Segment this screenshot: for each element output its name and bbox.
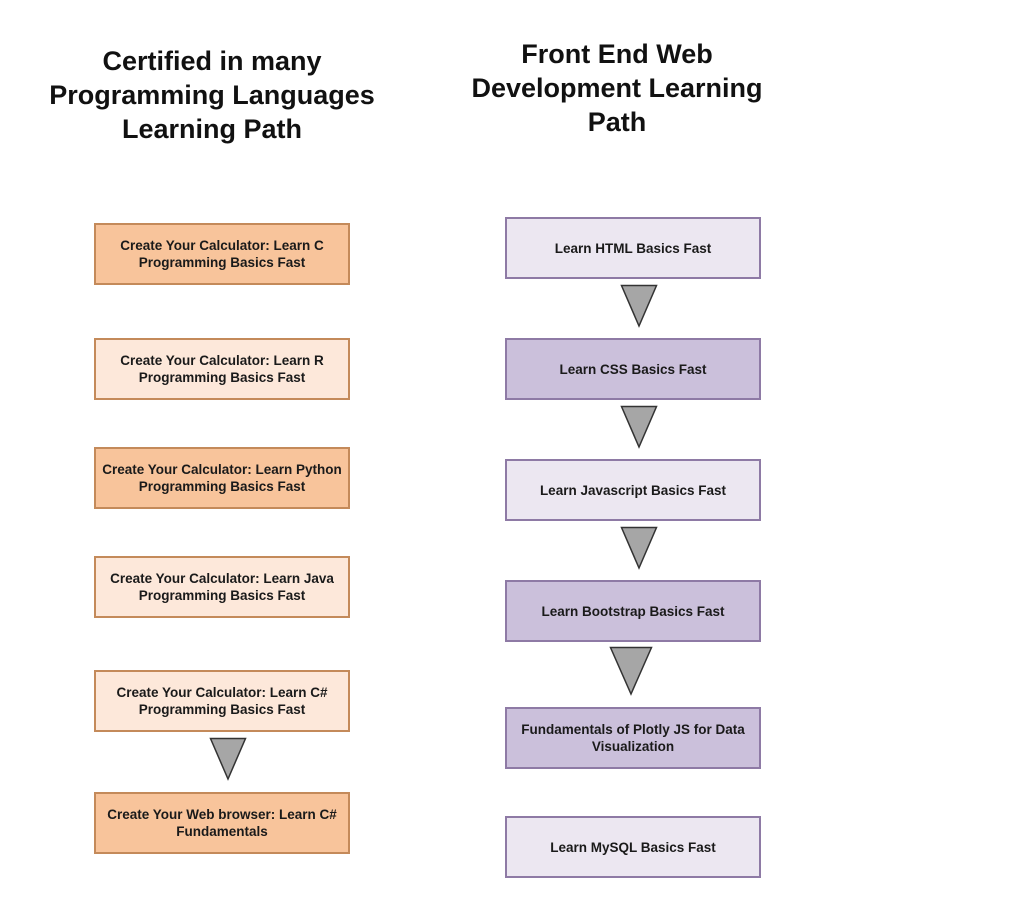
left-step-r: Create Your Calculator: Learn R Programm… <box>94 338 350 400</box>
left-step-csharp: Create Your Calculator: Learn C# Program… <box>94 670 350 732</box>
left-step-label: Create Your Web browser: Learn C# Fundam… <box>107 807 337 839</box>
down-triangle-icon <box>209 737 247 781</box>
down-triangle-icon <box>620 405 658 449</box>
down-arrow-icon <box>609 646 653 696</box>
right-step-javascript: Learn Javascript Basics Fast <box>505 459 761 521</box>
right-step-mysql: Learn MySQL Basics Fast <box>505 816 761 878</box>
left-step-label: Create Your Calculator: Learn R Programm… <box>120 353 324 385</box>
right-step-plotly: Fundamentals of Plotly JS for Data Visua… <box>505 707 761 769</box>
left-step-c: Create Your Calculator: Learn C Programm… <box>94 223 350 285</box>
down-triangle-icon <box>620 526 658 570</box>
left-step-label: Create Your Calculator: Learn Java Progr… <box>110 571 334 603</box>
right-path-title: Front End Web Development Learning Path <box>471 39 763 137</box>
down-triangle-icon <box>609 646 653 696</box>
down-arrow-icon <box>620 405 658 449</box>
left-step-label: Create Your Calculator: Learn C# Program… <box>116 685 328 717</box>
left-step-python: Create Your Calculator: Learn Python Pro… <box>94 447 350 509</box>
left-step-label: Create Your Calculator: Learn C Programm… <box>120 238 324 270</box>
right-step-label: Learn CSS Basics Fast <box>559 361 707 377</box>
down-arrow-icon <box>620 284 658 328</box>
down-arrow-icon <box>209 737 247 781</box>
right-step-label: Learn Javascript Basics Fast <box>539 482 727 498</box>
right-step-label: Learn Bootstrap Basics Fast <box>541 603 725 619</box>
left-path-title: Certified in many Programming Languages … <box>49 46 375 144</box>
right-step-css: Learn CSS Basics Fast <box>505 338 761 400</box>
left-step-label: Create Your Calculator: Learn Python Pro… <box>102 462 342 494</box>
right-step-label: Learn HTML Basics Fast <box>554 240 712 256</box>
down-arrow-icon <box>620 526 658 570</box>
right-step-html: Learn HTML Basics Fast <box>505 217 761 279</box>
left-step-java: Create Your Calculator: Learn Java Progr… <box>94 556 350 618</box>
right-step-label: Learn MySQL Basics Fast <box>550 839 716 855</box>
down-triangle-icon <box>620 284 658 328</box>
right-step-label: Fundamentals of Plotly JS for Data Visua… <box>521 722 745 754</box>
right-step-bootstrap: Learn Bootstrap Basics Fast <box>505 580 761 642</box>
left-step-web-browser: Create Your Web browser: Learn C# Fundam… <box>94 792 350 854</box>
